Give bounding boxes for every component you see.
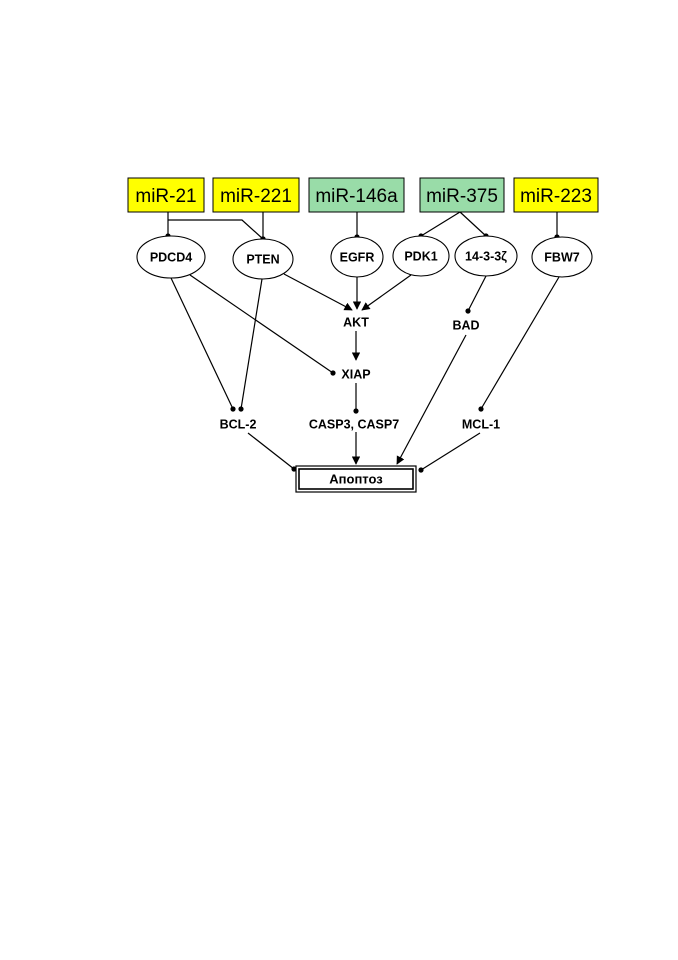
target-node-pdk1: PDK1 xyxy=(392,235,450,277)
mirna-label: miR-221 xyxy=(220,186,292,207)
edge-mir375-to-ywhaz xyxy=(459,211,487,237)
target-label: EGFR xyxy=(340,251,375,265)
target-ellipse xyxy=(330,236,384,278)
edge-pten-to-bcl2 xyxy=(240,278,263,410)
effector-node-bcl2: BCL-2 xyxy=(220,418,257,432)
edge-mcl1-to-apoptosis xyxy=(420,432,481,471)
mirna-label: miR-375 xyxy=(426,186,498,207)
nodes-layer: miR-21 miR-221 miR-146a miR-375 miR-223PDCD4… xyxy=(127,177,599,493)
target-label: 14-3-3ζ xyxy=(465,250,507,264)
effector-node-xiap: XIAP xyxy=(341,368,370,382)
edge-mir375-to-pdk1 xyxy=(420,211,461,237)
edge-fbw7-to-mcl1 xyxy=(480,276,560,410)
mirna-node-mir21: miR-21 xyxy=(127,177,205,213)
mirna-box xyxy=(513,177,599,213)
target-node-pdcd4: PDCD4 xyxy=(136,235,206,279)
inhibition-dot-bcl2-to-apoptosis xyxy=(291,466,297,472)
target-ellipse xyxy=(392,235,450,277)
target-label: PDCD4 xyxy=(150,251,192,265)
target-node-egfr: EGFR xyxy=(330,236,384,278)
inhibition-dot-pdcd4-to-bcl2 xyxy=(230,406,236,412)
edge-mir21-to-pten xyxy=(168,219,264,240)
target-node-pten: PTEN xyxy=(232,238,294,280)
mirna-node-mir221: miR-221 xyxy=(212,177,300,213)
mirna-label: miR-146a xyxy=(315,186,398,207)
target-ellipse xyxy=(232,238,294,280)
inhibition-dot-ywhaz-to-bad xyxy=(465,308,471,314)
inhibition-dot-pten-to-bcl2 xyxy=(238,406,244,412)
outcome-box-inner xyxy=(298,468,414,490)
mirna-label: miR-223 xyxy=(520,186,592,207)
target-node-ywhaz: 14-3-3ζ xyxy=(454,235,518,277)
mirna-node-mir223: miR-223 xyxy=(513,177,599,213)
mirna-node-mir146a: miR-146a xyxy=(308,177,405,213)
mirna-box xyxy=(127,177,205,213)
target-label: FBW7 xyxy=(544,251,579,265)
inhibition-dot-fbw7-to-mcl1 xyxy=(478,406,484,412)
edge-bad-to-apoptosis xyxy=(396,334,467,465)
target-node-fbw7: FBW7 xyxy=(531,236,593,278)
target-ellipse xyxy=(531,236,593,278)
edge-bcl2-to-apoptosis xyxy=(247,432,295,470)
inhibition-dot-mcl1-to-apoptosis xyxy=(418,467,424,473)
mirna-box xyxy=(308,177,405,213)
edge-pdcd4-to-bcl2 xyxy=(170,277,234,410)
effector-node-akt: AKT xyxy=(343,316,369,330)
effector-node-mcl1: MCL-1 xyxy=(462,418,500,432)
edges-layer xyxy=(165,211,560,473)
target-label: PTEN xyxy=(246,253,279,267)
target-label: PDK1 xyxy=(404,250,437,264)
outcome-node-apoptosis: Апоптоз xyxy=(295,465,417,493)
outcome-box-outer xyxy=(295,465,417,493)
edge-ywhaz-to-bad xyxy=(467,275,487,312)
effector-node-bad: BAD xyxy=(452,319,479,333)
target-ellipse xyxy=(454,235,518,277)
effector-node-casp: CASP3, CASP7 xyxy=(309,418,399,432)
inhibition-dot-pdcd4-to-xiap xyxy=(330,370,336,376)
mirna-label: miR-21 xyxy=(135,186,196,207)
edge-pdcd4-to-xiap xyxy=(189,274,334,374)
inhibition-dot-xiap-to-casp xyxy=(353,408,359,414)
mirna-box xyxy=(419,177,505,213)
mirna-box xyxy=(212,177,300,213)
mirna-node-mir375: miR-375 xyxy=(419,177,505,213)
target-ellipse xyxy=(136,235,206,279)
outcome-label: Апоптоз xyxy=(329,472,383,487)
edge-pten-to-akt xyxy=(283,273,353,311)
edge-pdk1-to-akt xyxy=(361,274,412,311)
